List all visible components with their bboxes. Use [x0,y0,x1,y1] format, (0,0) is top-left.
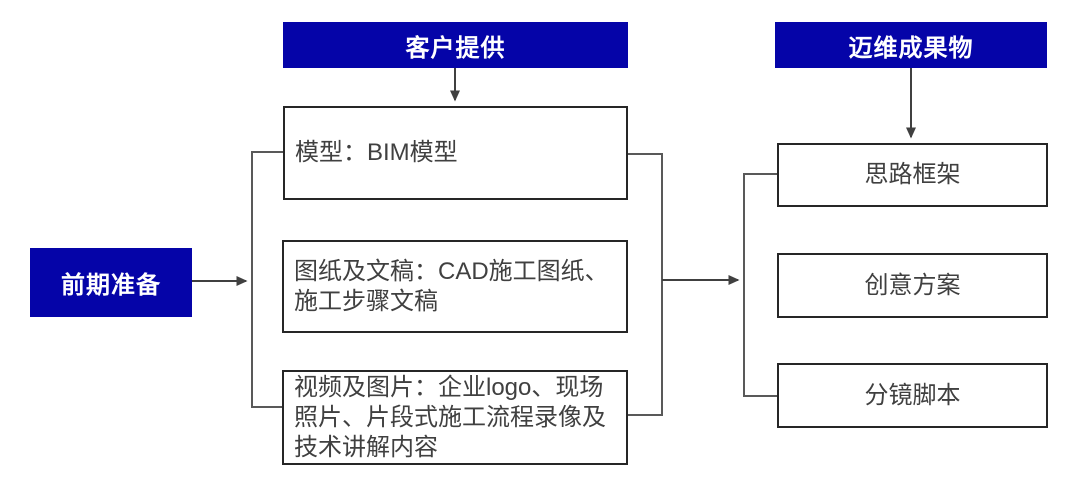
customer-item-drawings: 图纸及文稿：CAD施工图纸、 施工步骤文稿 [282,240,628,333]
deliverable-item-storyboard: 分镜脚本 [777,363,1048,428]
header-deliverables: 迈维成果物 [775,22,1047,68]
deliverable-item-framework: 思路框架 [777,143,1048,207]
bracket-right [743,173,777,397]
bracket-middle [628,153,663,416]
customer-item-model: 模型：BIM模型 [283,106,628,200]
deliverable-item-creative-plan: 创意方案 [777,253,1048,318]
stage-prep-box: 前期准备 [30,248,192,317]
header-customer-provides: 客户提供 [283,22,628,68]
bracket-left [251,151,283,408]
customer-item-video: 视频及图片：企业logo、现场 照片、片段式施工流程录像及 技术讲解内容 [282,370,628,465]
